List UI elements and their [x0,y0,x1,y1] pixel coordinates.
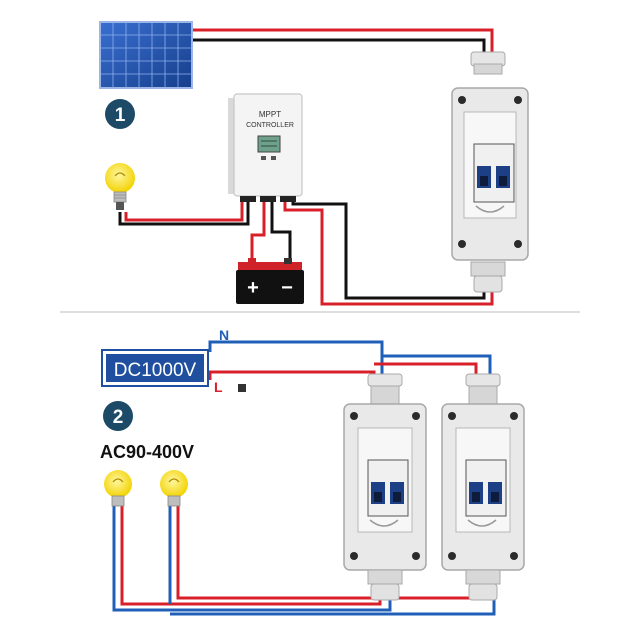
wire-load-positive [124,200,244,222]
solar-panel-icon [99,21,193,89]
voltage-label: AC90-400V [100,442,194,462]
wire-n [208,340,384,374]
wire-bulb1-red [120,506,382,606]
wire-l-2 [374,362,478,374]
breaker-box-icon-top [451,51,529,293]
wire-bulb1-blue [112,506,392,612]
step-1-badge [105,99,135,129]
wire-bus-blue-2 [170,600,496,616]
wire-pv-negative [190,38,486,62]
battery-minus-sign: − [281,277,293,299]
mppt-label-line1: MPPT [259,110,281,119]
bulb-icon-2 [160,470,188,507]
step-2-number: 2 [113,407,124,428]
wire-bulb2-red [176,506,488,600]
step-1-number: 1 [115,105,126,126]
top-wires [118,28,494,306]
battery-plus-sign: + [247,277,259,299]
bulb-icon [105,163,135,210]
wire-pv-in-positive [283,196,494,306]
wire-l-label: L [214,379,223,395]
dc-source-label: DC1000V [114,360,197,381]
mppt-controller-icon [228,93,303,202]
wire-n-label: N [219,327,229,343]
wire-batt-positive [250,200,266,262]
wire-pv-in-negative [291,196,486,300]
wire-batt-negative [270,200,292,262]
wire-n-2 [382,354,492,374]
mppt-label-line2: CONTROLLER [246,122,294,129]
dc-source-box [101,349,246,392]
wire-pv-positive [190,28,494,62]
bulb-icon-1 [104,470,132,507]
wire-l [208,370,376,380]
wire-load-negative [118,200,250,226]
breaker-box-icon-right [441,373,525,601]
breaker-box-icon-left [343,373,427,601]
battery-icon [236,258,304,304]
step-2-badge [103,401,133,431]
